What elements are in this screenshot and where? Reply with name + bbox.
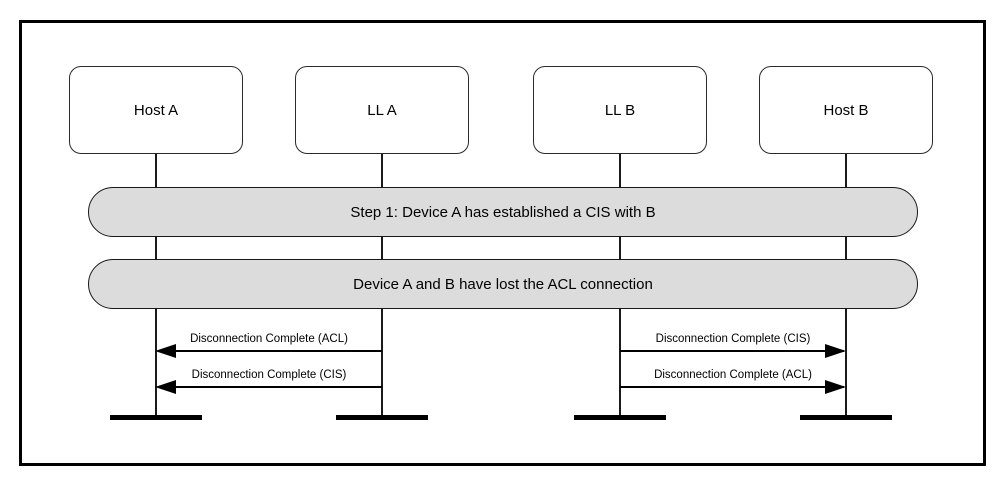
message-line-cis-left: [158, 386, 382, 388]
message-line-acl-right: [620, 386, 844, 388]
message-label-cis-right: Disconnection Complete (CIS): [655, 333, 811, 345]
message-label-acl-right: Disconnection Complete (ACL): [654, 369, 812, 381]
entity-label-ll-a: LL A: [367, 101, 397, 119]
entity-label-host-a: Host A: [133, 101, 179, 119]
arrowhead-right-icon: [825, 380, 846, 394]
arrowhead-left-icon: [155, 380, 176, 394]
lifeline-end-ll-b: [574, 415, 666, 420]
diagram-border: [19, 20, 986, 466]
entity-box-host-a: Host A: [69, 66, 243, 154]
entity-box-host-b: Host B: [759, 66, 933, 154]
message-label-acl-left: Disconnection Complete (ACL): [190, 333, 348, 345]
lifeline-end-ll-a: [336, 415, 428, 420]
message-line-cis-right: [620, 350, 844, 352]
entity-box-ll-a: LL A: [295, 66, 469, 154]
arrowhead-right-icon: [825, 344, 846, 358]
entity-label-host-b: Host B: [823, 101, 869, 119]
lifeline-end-host-a: [110, 415, 202, 420]
message-line-acl-left: [158, 350, 382, 352]
banner-acl-lost: Device A and B have lost the ACL connect…: [88, 259, 918, 309]
entity-label-ll-b: LL B: [604, 101, 636, 119]
message-label-cis-left: Disconnection Complete (CIS): [191, 369, 347, 381]
banner-step-1: Step 1: Device A has established a CIS w…: [88, 187, 918, 237]
banner-acl-lost-text: Device A and B have lost the ACL connect…: [353, 275, 653, 293]
entity-box-ll-b: LL B: [533, 66, 707, 154]
banner-step-1-text: Step 1: Device A has established a CIS w…: [350, 203, 656, 221]
arrowhead-left-icon: [155, 344, 176, 358]
lifeline-end-host-b: [800, 415, 892, 420]
